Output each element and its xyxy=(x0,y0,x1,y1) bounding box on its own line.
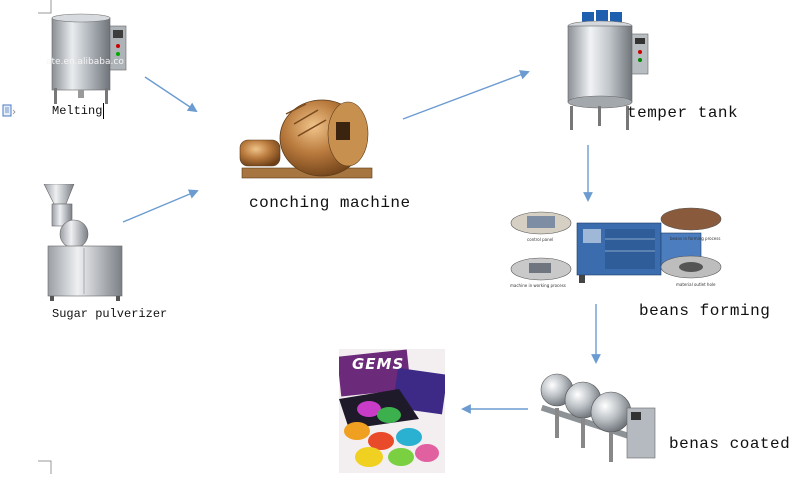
step-label-temper-tank: temper tank xyxy=(627,104,739,122)
step-label-sugar-pulverizer: Sugar pulverizer xyxy=(52,307,168,321)
melting-tank-image xyxy=(40,12,132,108)
corner-mark-top-left xyxy=(38,0,52,14)
step-label-benas-coated: benas coated xyxy=(669,435,791,453)
conching-machine-image xyxy=(236,94,380,186)
product-brand-logo: GEMS xyxy=(352,355,405,373)
text-cursor xyxy=(103,103,104,119)
step-label-conching-machine: conching machine xyxy=(249,194,411,212)
watermark-text: ate.en.alibaba.co xyxy=(46,57,124,67)
coated-candy-product-image xyxy=(339,349,445,473)
step-label-melting: Melting xyxy=(52,104,103,118)
sugar-pulverizer-image xyxy=(40,184,128,302)
temper-tank-image xyxy=(560,10,650,132)
thumb-caption-outlet: material outlet hole xyxy=(676,282,716,287)
arrow-conching-to-temper xyxy=(402,70,530,120)
corner-mark-bottom-left xyxy=(38,460,52,474)
thumb-caption-working: machine in working process xyxy=(510,283,566,288)
arrow-melting-to-conching xyxy=(144,76,198,113)
thumb-caption-beans: beans in forming process xyxy=(670,236,721,241)
step-label-beans-forming: beans forming xyxy=(639,302,771,320)
coating-pans-image xyxy=(535,368,663,468)
thumb-caption-control: control panel xyxy=(527,237,554,242)
beans-forming-image xyxy=(505,205,731,297)
document-icon[interactable] xyxy=(2,104,16,118)
arrow-sugar-to-conching xyxy=(122,189,199,223)
